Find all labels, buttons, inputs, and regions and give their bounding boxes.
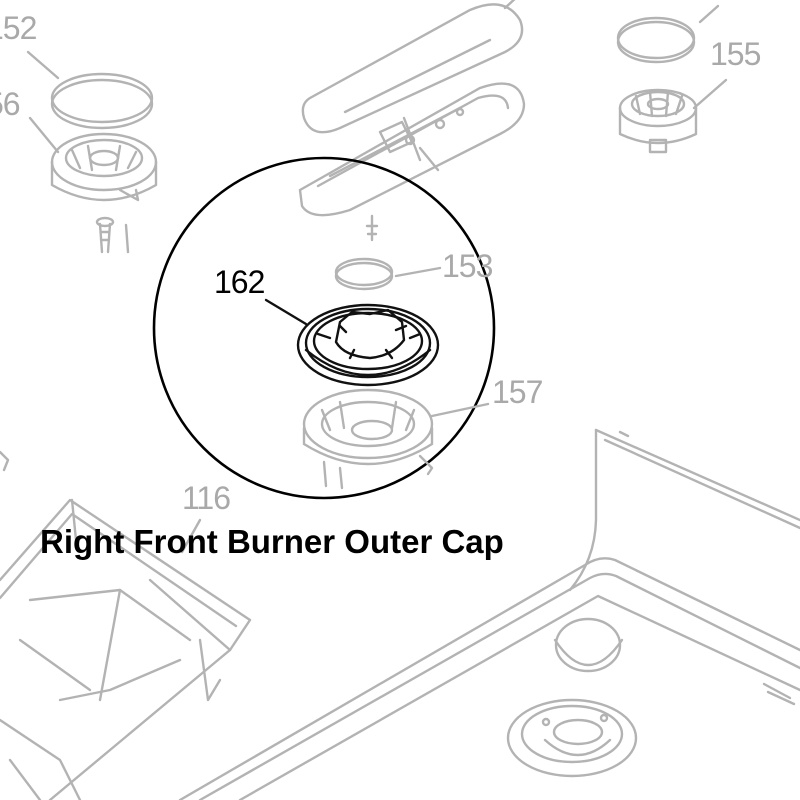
part-top-right-cap (616, 16, 696, 64)
leader-162 (264, 298, 308, 326)
callout-155: 155 (710, 36, 761, 72)
leader-155 (692, 78, 728, 110)
callout-116: 116 (182, 480, 231, 516)
cooktop-body (178, 428, 800, 800)
part-caption: Right Front Burner Outer Cap (40, 523, 504, 560)
leader-157 (430, 402, 490, 418)
leader-156 (28, 116, 60, 154)
part-bottom-burner (506, 698, 638, 778)
part-116-grate (0, 450, 252, 800)
part-155-burner (618, 88, 698, 154)
part-stem (365, 214, 379, 242)
callout-156: 56 (0, 86, 21, 122)
part-156-burner-base (50, 132, 158, 202)
leader-top-right (698, 4, 720, 24)
part-screw (95, 216, 130, 254)
part-157-burner (302, 388, 434, 490)
part-153-inner-cap (334, 257, 394, 291)
leader-152 (26, 50, 60, 80)
part-152-burner-cap (50, 72, 154, 130)
part-oval-burner-base (298, 82, 526, 217)
callout-162: 162 (214, 264, 265, 300)
leader-153 (394, 266, 442, 278)
callout-157: 157 (492, 374, 543, 410)
part-162-outer-cap (296, 303, 440, 387)
callout-152: 152 (0, 10, 37, 46)
callout-153: 153 (442, 248, 493, 284)
leader-top (503, 0, 516, 10)
leader-116 (180, 518, 202, 554)
highlight-circle (152, 156, 496, 500)
